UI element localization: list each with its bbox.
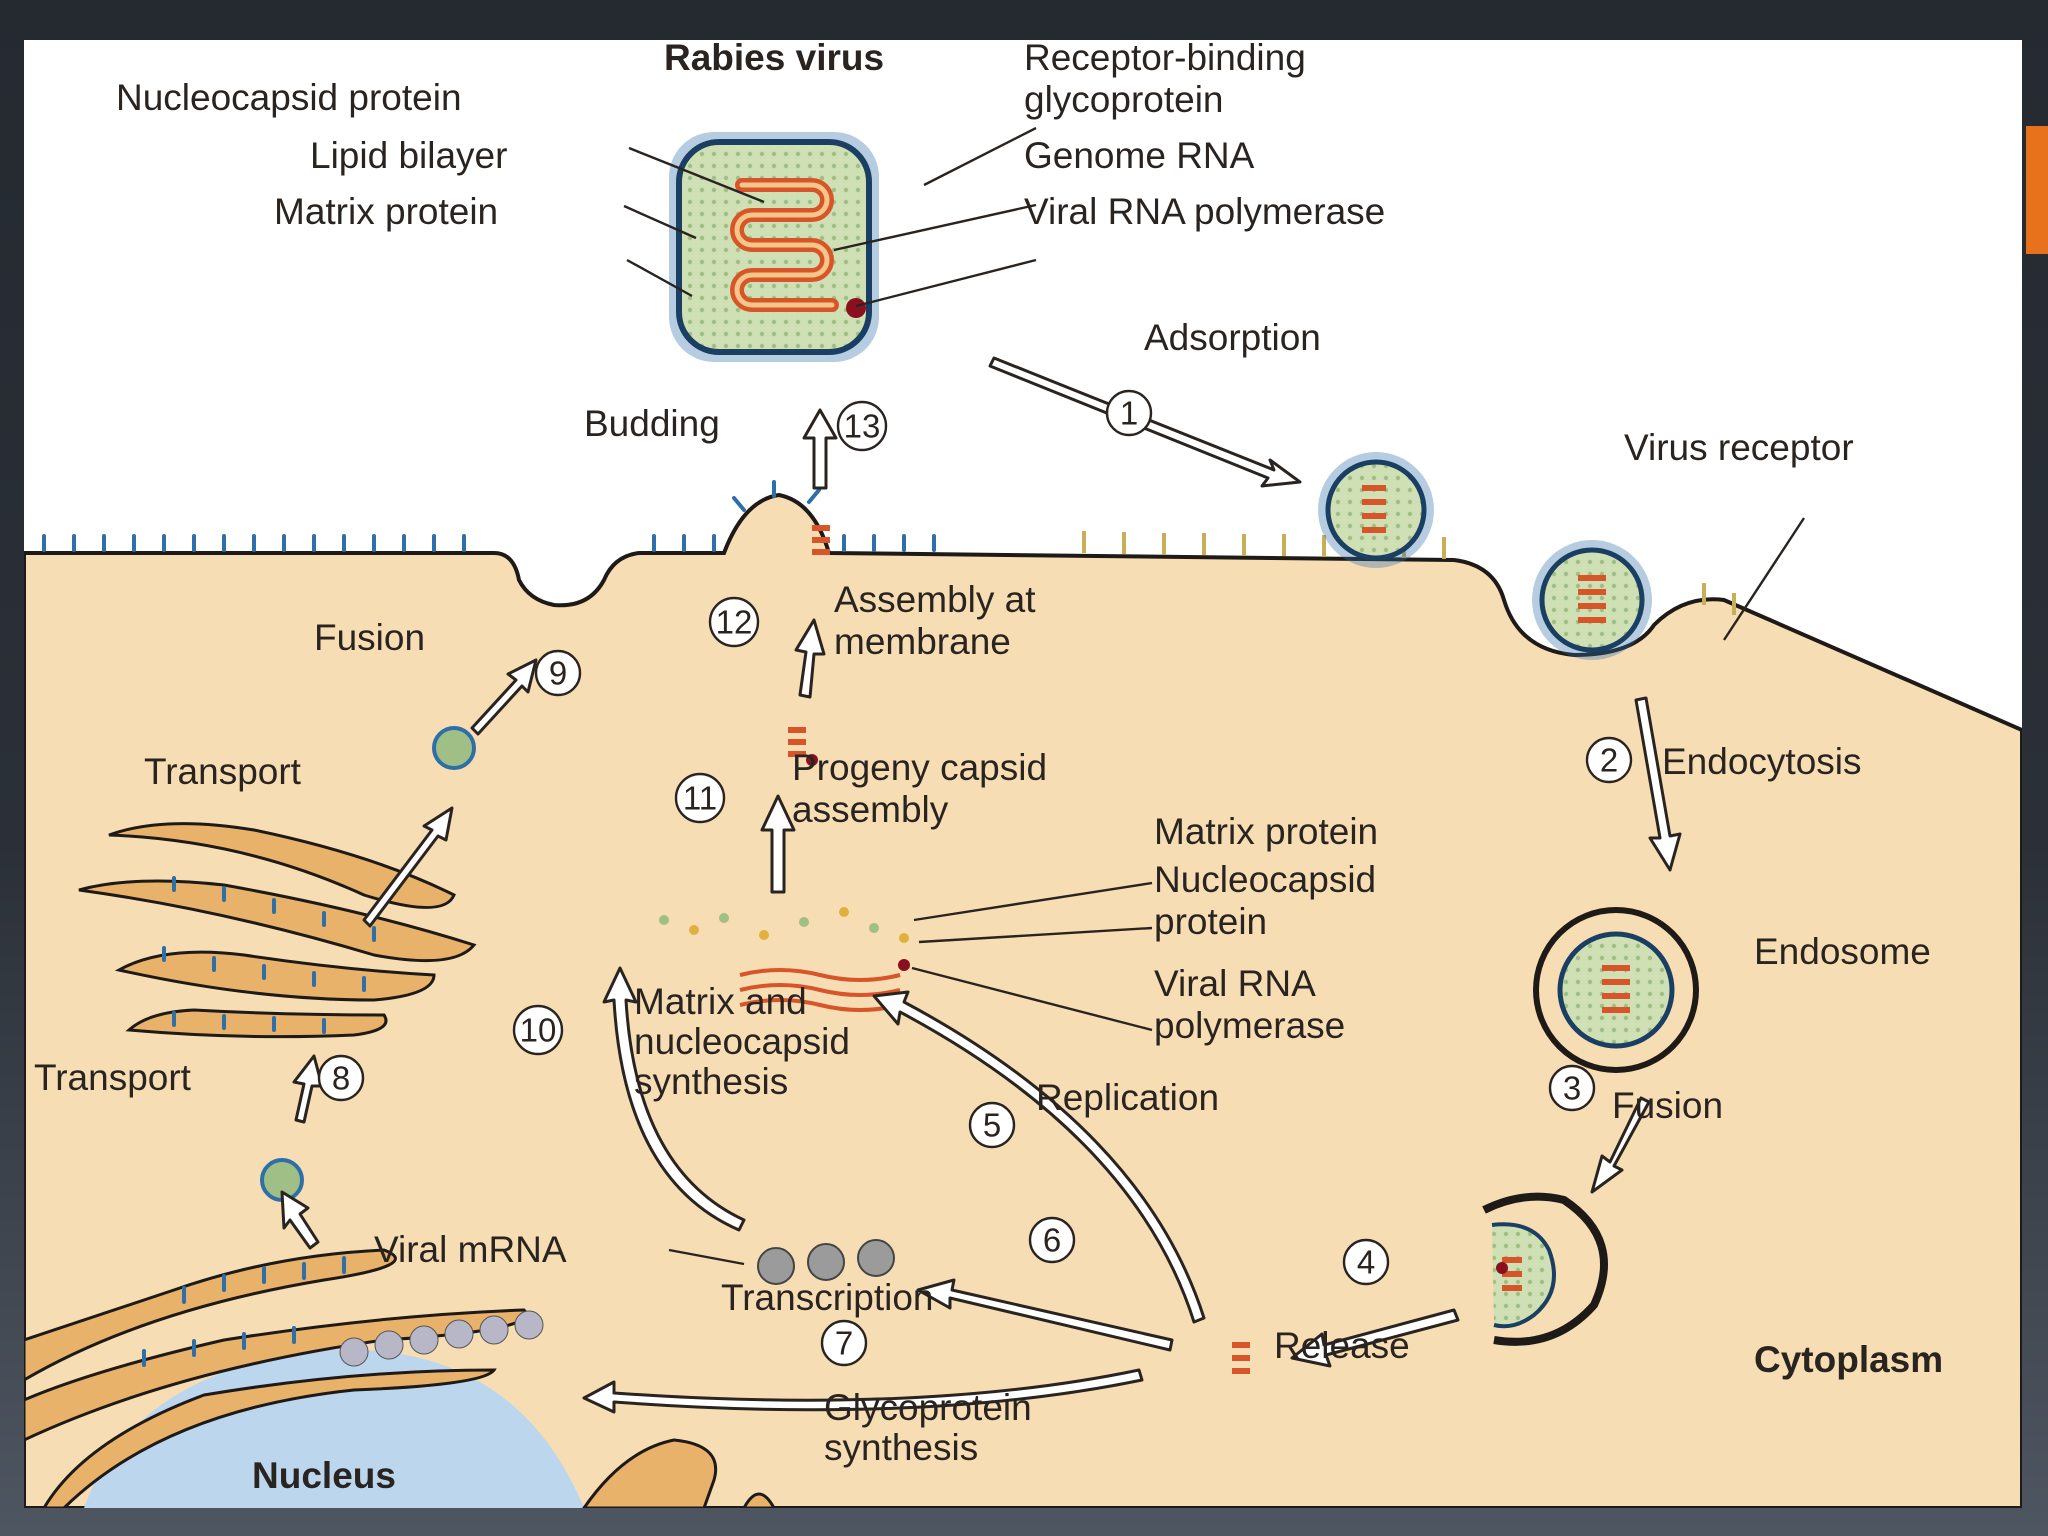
nucleus-label: Nucleus	[252, 1455, 396, 1496]
step-3-text: Fusion	[1612, 1085, 1723, 1126]
fused-endosome-icon	[1482, 1192, 1608, 1346]
golgi-glycoproteins	[162, 876, 376, 1034]
rabies-replication-diagram: Nucleus	[24, 40, 2022, 1508]
step-11-text-2: assembly	[792, 789, 949, 830]
step-11-number: 11	[683, 780, 717, 817]
step-10-text-1: Matrix and	[634, 981, 807, 1022]
receptor-binding-label-2: glycoprotein	[1024, 79, 1224, 120]
step-6-text: Transcription	[721, 1277, 933, 1318]
endosome-label: Endosome	[1754, 931, 1931, 972]
labels: Rabies virus Nucleocapsid protein Lipid …	[34, 40, 1943, 1468]
step-number-labels: 1 2 3 4 5 6 7 8 9 10 11 12 13	[332, 395, 1618, 1362]
step-3-number: 3	[1563, 1070, 1581, 1107]
step-1-text: Adsorption	[1144, 317, 1321, 358]
adsorbing-virion-icon	[1318, 452, 1434, 568]
step-10-text-3: synthesis	[634, 1061, 788, 1102]
step-8-number: 8	[332, 1060, 350, 1097]
step-4-number: 4	[1357, 1244, 1375, 1281]
step-2-text: Endocytosis	[1662, 741, 1862, 782]
receptor-bound-virion-icon	[1532, 540, 1652, 660]
ribosome-icon	[757, 1239, 895, 1285]
pool-nucleocapsid-label-2: protein	[1154, 901, 1267, 942]
step-11-text-1: Progeny capsid	[792, 747, 1047, 788]
er-ribosomes	[339, 1310, 544, 1367]
step-9-number: 9	[549, 655, 567, 692]
genome-rna-label: Genome RNA	[1024, 135, 1255, 176]
step-5-number: 5	[983, 1107, 1001, 1144]
pool-matrix-protein-label: Matrix protein	[1154, 811, 1378, 852]
step-10-number: 10	[520, 1012, 557, 1049]
receptor-binding-label-1: Receptor-binding	[1024, 40, 1306, 78]
cytoplasm-label: Cytoplasm	[1754, 1339, 1943, 1380]
membrane-glycoproteins	[42, 480, 936, 552]
step-12-text-2: membrane	[834, 621, 1011, 662]
step-7-number: 7	[835, 1325, 853, 1362]
vesicle-icon	[432, 726, 476, 770]
step-2-number: 2	[1600, 742, 1618, 779]
viral-rna-polymerase-label: Viral RNA polymerase	[1024, 191, 1385, 232]
protein-pool	[659, 907, 910, 1012]
step-10-text-2: nucleocapsid	[634, 1021, 850, 1062]
step-9-text: Fusion	[314, 617, 425, 658]
step-13-number: 13	[844, 408, 881, 445]
step-numbers	[317, 389, 1633, 1367]
step-4-text: Release	[1274, 1325, 1410, 1366]
step-5-text: Replication	[1036, 1077, 1219, 1118]
virion-title: Rabies virus	[664, 40, 884, 78]
step-7-text-1: Glycoprotein	[824, 1387, 1032, 1428]
virus-receptor-label: Virus receptor	[1624, 427, 1854, 468]
rabies-virion-icon	[669, 132, 879, 362]
matrix-protein-label: Matrix protein	[274, 191, 498, 232]
step-6-number: 6	[1043, 1222, 1061, 1259]
released-nucleocapsid-icon	[1232, 1342, 1250, 1374]
accent-bar	[2026, 126, 2048, 254]
viral-mrna-label: Viral mRNA	[374, 1229, 567, 1270]
lipid-bilayer-label: Lipid bilayer	[310, 135, 507, 176]
step-13-text: Budding	[584, 403, 720, 444]
pool-polymerase-label-1: Viral RNA	[1154, 963, 1316, 1004]
transport-upper-label: Transport	[144, 751, 302, 792]
nucleocapsid-protein-label: Nucleocapsid protein	[116, 77, 462, 118]
er-glycoproteins	[142, 1256, 346, 1367]
step-8-text: Transport	[34, 1057, 192, 1098]
pool-nucleocapsid-label-1: Nucleocapsid	[1154, 859, 1376, 900]
endoplasmic-reticulum	[24, 1248, 776, 1508]
step-7-text-2: synthesis	[824, 1427, 978, 1468]
progeny-capsid-icon	[788, 727, 818, 766]
golgi-apparatus	[78, 822, 477, 1039]
step-1-number: 1	[1120, 395, 1138, 432]
step-12-number: 12	[716, 604, 753, 641]
leader-lines	[623, 126, 1806, 1266]
endosome-icon	[1533, 907, 1699, 1073]
step-12-text-1: Assembly at	[834, 579, 1036, 620]
nucleus	[84, 1349, 584, 1508]
pool-polymerase-label-2: polymerase	[1154, 1005, 1345, 1046]
budding-particle-icon	[812, 525, 830, 555]
